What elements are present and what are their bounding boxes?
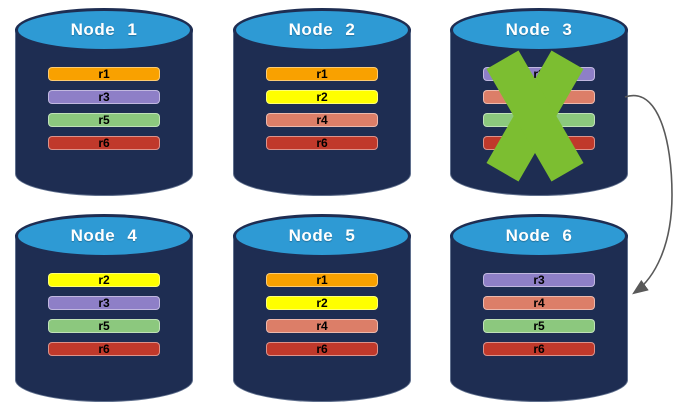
node-6: Node 6 r3 r4 r5 r6 [450, 214, 628, 402]
replica-bar: r6 [483, 136, 595, 150]
node-1: Node 1 r1 r3 r5 r6 [15, 8, 193, 196]
replica-bar: r3 [48, 90, 160, 104]
replica-label: r3 [533, 67, 545, 81]
node-2-cylinder-body [233, 29, 411, 196]
node-3-replica-list: r3 r4 r5 r6 [483, 67, 595, 159]
node-3: Node 3 r3 r4 r5 r6 [450, 8, 628, 196]
replica-label: r6 [316, 136, 328, 150]
replica-label: r3 [533, 273, 545, 287]
replica-bar: r1 [266, 273, 378, 287]
replica-bar: r2 [48, 273, 160, 287]
replica-bar: r3 [48, 296, 160, 310]
replica-label: r5 [98, 319, 110, 333]
node-6-title: Node 6 [505, 226, 573, 245]
node-3-cylinder-top: Node 3 [450, 8, 628, 52]
node-2-replica-list: r1 r2 r4 r6 [266, 67, 378, 159]
replica-bar: r5 [483, 319, 595, 333]
replica-label: r3 [98, 90, 110, 104]
replica-bar: r1 [266, 67, 378, 81]
node-1-cylinder-top: Node 1 [15, 8, 193, 52]
replica-label: r4 [533, 296, 545, 310]
node-4-cylinder-body [15, 235, 193, 402]
replica-label: r5 [533, 319, 545, 333]
replica-bar: r6 [48, 136, 160, 150]
node-1-cylinder-body [15, 29, 193, 196]
replica-bar: r4 [483, 90, 595, 104]
node-5: Node 5 r1 r2 r4 r6 [233, 214, 411, 402]
node-1-replica-list: r1 r3 r5 r6 [48, 67, 160, 159]
replica-label: r2 [316, 296, 328, 310]
replica-label: r4 [533, 90, 545, 104]
replica-bar: r4 [266, 319, 378, 333]
replica-bar: r5 [483, 113, 595, 127]
replica-label: r4 [316, 113, 328, 127]
replica-label: r5 [98, 113, 110, 127]
replica-bar: r6 [266, 342, 378, 356]
node-4-cylinder-top: Node 4 [15, 214, 193, 258]
replica-bar: r1 [48, 67, 160, 81]
node-5-title: Node 5 [288, 226, 356, 245]
replica-bar: r3 [483, 273, 595, 287]
replica-label: r1 [316, 67, 328, 81]
replica-bar: r3 [483, 67, 595, 81]
replica-label: r3 [98, 296, 110, 310]
replica-label: r5 [533, 113, 545, 127]
replica-label: r2 [98, 273, 110, 287]
node-2-cylinder-top: Node 2 [233, 8, 411, 52]
replica-label: r4 [316, 319, 328, 333]
node-6-replica-list: r3 r4 r5 r6 [483, 273, 595, 365]
node-5-replica-list: r1 r2 r4 r6 [266, 273, 378, 365]
replica-label: r6 [533, 342, 545, 356]
replica-label: r6 [98, 136, 110, 150]
replica-bar: r5 [48, 319, 160, 333]
node-4-title: Node 4 [70, 226, 138, 245]
replica-label: r1 [98, 67, 110, 81]
replica-bar: r4 [266, 113, 378, 127]
node-2-title: Node 2 [288, 20, 356, 39]
replica-bar: r5 [48, 113, 160, 127]
node-5-cylinder-body [233, 235, 411, 402]
replica-bar: r2 [266, 90, 378, 104]
replica-label: r6 [98, 342, 110, 356]
replica-bar: r2 [266, 296, 378, 310]
node-4-replica-list: r2 r3 r5 r6 [48, 273, 160, 365]
replica-bar: r6 [48, 342, 160, 356]
replica-bar: r6 [266, 136, 378, 150]
replica-label: r6 [533, 136, 545, 150]
replica-label: r1 [316, 273, 328, 287]
node-1-title: Node 1 [70, 20, 138, 39]
node-6-cylinder-top: Node 6 [450, 214, 628, 258]
replica-bar: r4 [483, 296, 595, 310]
node-5-cylinder-top: Node 5 [233, 214, 411, 258]
replica-label: r6 [316, 342, 328, 356]
node-3-title: Node 3 [505, 20, 573, 39]
replica-bar: r6 [483, 342, 595, 356]
replica-label: r2 [316, 90, 328, 104]
node-6-cylinder-body [450, 235, 628, 402]
node-2: Node 2 r1 r2 r4 r6 [233, 8, 411, 196]
arrow-path [624, 94, 673, 295]
node-4: Node 4 r2 r3 r5 r6 [15, 214, 193, 402]
